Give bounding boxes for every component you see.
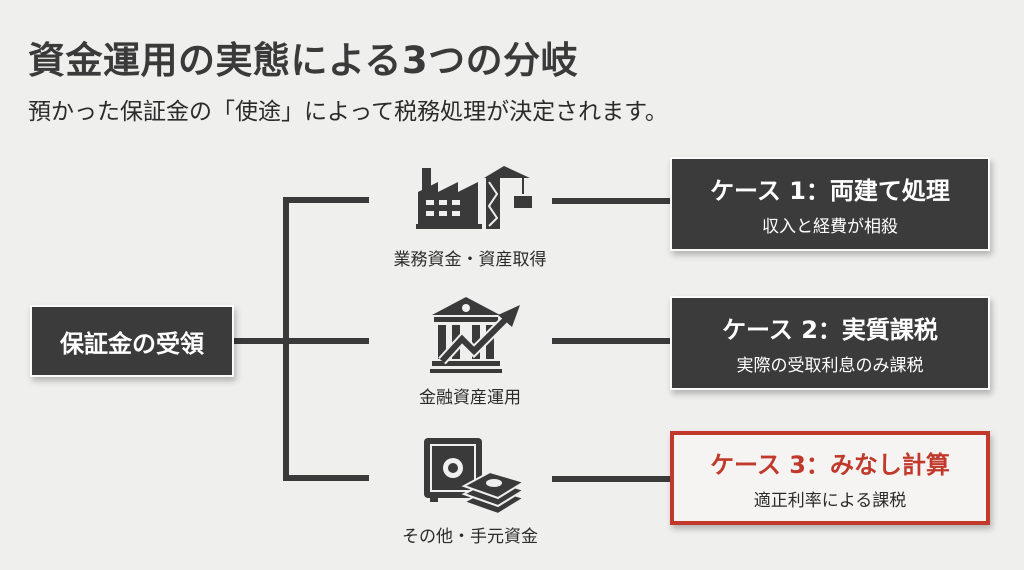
factory-crane-icon: [416, 166, 532, 229]
page-title: 資金運用の実態による3つの分岐: [28, 39, 579, 82]
bank-growth-icon: [430, 297, 520, 373]
case-title-1: ケース 1：両建て処理: [710, 177, 950, 205]
safe-cash-icon: [424, 438, 527, 516]
case-title-2: ケース 2：実質課税: [722, 316, 938, 344]
page-subtitle: 預かった保証金の「使途」によって税務処理が決定されます。: [28, 99, 668, 125]
case-title-3: ケース 3：みなし計算: [710, 451, 950, 479]
branch-label-1: 業務資金・資産取得: [393, 250, 547, 270]
connector-branch-1: [283, 197, 369, 203]
case-desc-2: 実際の受取利息のみ課税: [736, 356, 924, 376]
connector-case-1: [552, 198, 670, 204]
case-box-1: ケース 1：両建て処理 収入と経費が相殺: [670, 157, 990, 251]
connector-source: [234, 338, 286, 344]
source-box: 保証金の受領: [30, 305, 234, 377]
branch-label-2: 金融資産運用: [419, 388, 521, 408]
case-desc-3: 適正利率による課税: [753, 491, 907, 511]
connector-case-2: [552, 338, 670, 344]
case-box-2: ケース 2：実質課税 実際の受取利息のみ課税: [670, 296, 990, 390]
case-box-3-highlighted: ケース 3：みなし計算 適正利率による課税: [670, 431, 990, 525]
connector-branch-3: [283, 475, 369, 481]
source-label: 保証金の受領: [60, 329, 204, 358]
branch-label-3: その他・手元資金: [402, 527, 538, 547]
connector-case-3: [552, 476, 670, 482]
case-desc-1: 収入と経費が相殺: [762, 217, 898, 237]
connector-branch-2: [283, 338, 369, 344]
